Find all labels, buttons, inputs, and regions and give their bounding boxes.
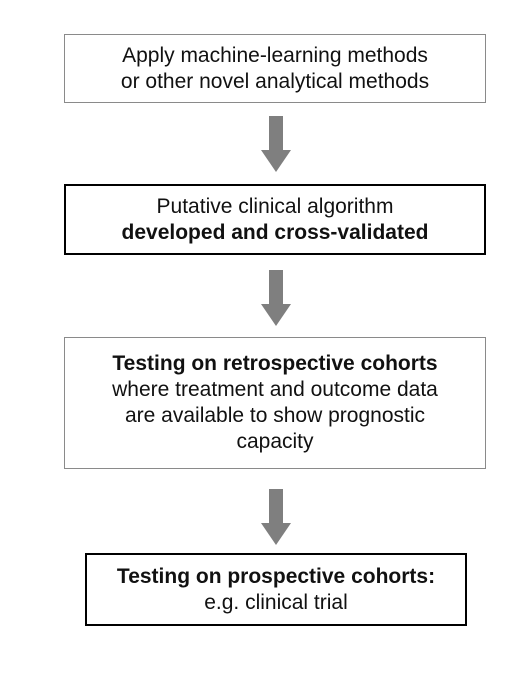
step-3-line-4: capacity	[236, 430, 314, 453]
step-2-line-2: developed and cross-validated	[121, 220, 429, 244]
step-3-line-1: Testing on retrospective cohorts	[112, 352, 438, 375]
step-1-line-2: or other novel analytical methods	[120, 69, 430, 93]
step-2-line-1: Putative clinical algorithm	[156, 194, 394, 218]
step-1-box: Apply machine-learning methods or other …	[64, 34, 486, 103]
down-arrow-icon	[261, 116, 291, 172]
step-1-line-1: Apply machine-learning methods	[122, 43, 428, 67]
arrow-shape	[261, 270, 291, 326]
step-3-line-3: are available to show prognostic	[124, 404, 425, 427]
arrow-shape	[261, 489, 291, 545]
step-2-box: Putative clinical algorithm developed an…	[64, 184, 486, 255]
down-arrow-icon	[261, 489, 291, 545]
step-4-line-2: e.g. clinical trial	[204, 590, 348, 614]
step-4-line-1: Testing on prospective cohorts:	[116, 564, 436, 588]
step-4-box: Testing on prospective cohorts: e.g. cli…	[85, 553, 467, 626]
step-3-line-2: where treatment and outcome data	[112, 378, 438, 401]
arrow-shape	[261, 116, 291, 172]
down-arrow-icon	[261, 270, 291, 326]
step-3-box: Testing on retrospective cohorts where t…	[64, 337, 486, 469]
